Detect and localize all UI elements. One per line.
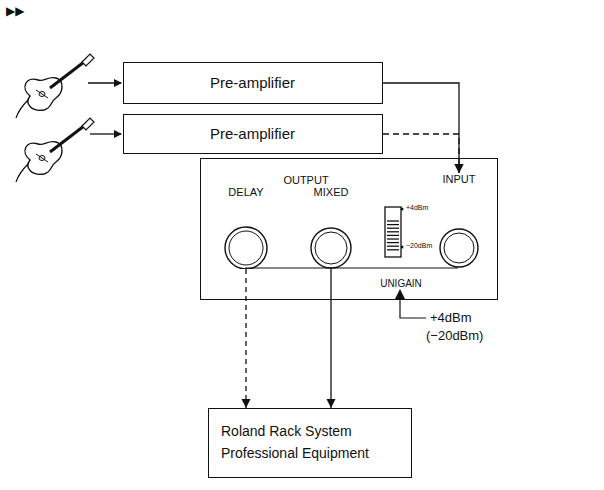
jack-symbol <box>432 173 486 269</box>
signal-connector <box>383 134 464 173</box>
guitar-drawing <box>16 118 94 182</box>
input-jack: INPUT <box>432 173 486 269</box>
jack-symbol <box>220 186 272 269</box>
node-text: Pre-amplifier <box>210 125 295 142</box>
node-text: MIXED <box>314 186 349 198</box>
guitar-drawing <box>16 54 94 118</box>
equipment-box: Roland Rack System Professional Equipmen… <box>208 408 412 478</box>
node-text: UNIGAIN <box>380 278 422 289</box>
node-text: INPUT <box>443 173 476 185</box>
level-mark: −20dBm <box>406 242 432 249</box>
level-value: (−20dBm) <box>426 328 483 343</box>
signal-line <box>88 82 121 83</box>
process-box: Pre-amplifier <box>123 114 383 154</box>
page-marker: ▶▶ <box>6 4 24 18</box>
process-box: Pre-amplifier <box>123 62 383 104</box>
node-text: Pre-amplifier <box>210 74 295 91</box>
leader-arrow <box>395 289 405 299</box>
signal-connector <box>327 269 336 408</box>
signal-connector <box>383 83 464 173</box>
signal-connector <box>242 269 251 408</box>
node-text: OUTPUT <box>283 174 328 186</box>
node-text: DELAY <box>228 186 263 198</box>
internal-wire <box>245 267 458 268</box>
level-value: +4dBm <box>430 310 472 325</box>
device-panel: OUTPUT DELAY MIXED UNIGAIN INPUT <box>200 158 498 300</box>
signal-line <box>90 133 121 134</box>
level-mark: +4dBm <box>406 204 428 211</box>
output-jack: DELAY <box>220 186 272 269</box>
output-jack: MIXED <box>305 186 357 269</box>
node-text: Roland Rack System Professional Equipmen… <box>221 420 386 464</box>
jack-symbol <box>305 186 357 269</box>
